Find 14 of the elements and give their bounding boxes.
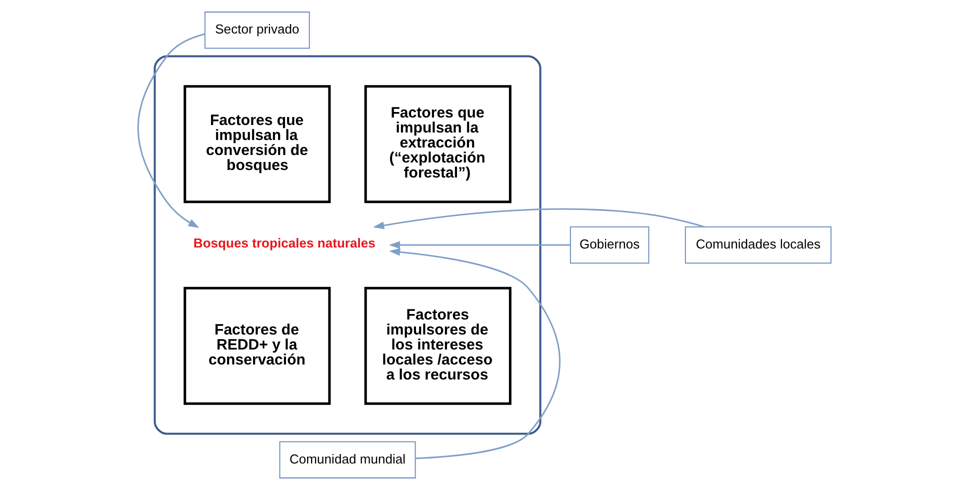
arrow [137,33,205,228]
cluster [154,55,542,435]
node-box: Comunidades locales [684,226,832,264]
arrow [388,241,570,249]
node-box: Factores de REDD+ y la conservación [184,286,331,405]
node-text: Bosques tropicales naturales [193,235,376,250]
arrow [389,248,560,460]
arrow [373,208,706,230]
node-box: Factores que impulsan la conversión de bosques [184,85,331,204]
node-box: Sector privado [204,12,310,49]
node-box: Comunidad mundial [279,441,416,478]
node-box: Factores impulsores de los intereses locales /acceso a los recursos [364,286,512,405]
node-box: Gobiernos [570,226,650,264]
node-box: Factores que impulsan la extracción (“explotación forestal”) [364,85,512,204]
